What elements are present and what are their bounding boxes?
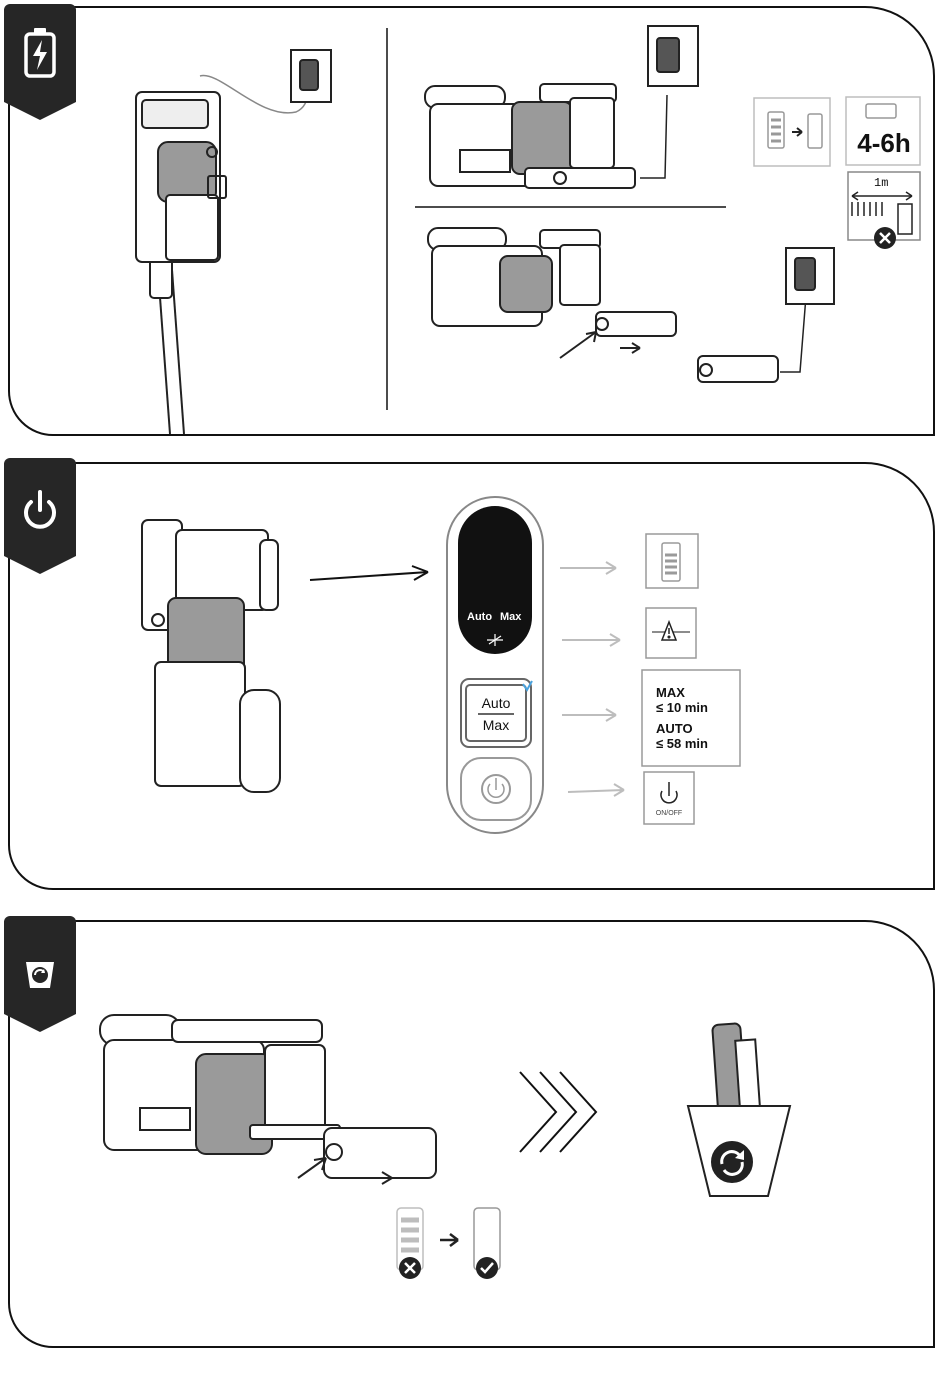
handheld-vacuum-battery-removal	[100, 1015, 436, 1184]
recycling-bin	[688, 1023, 790, 1196]
approve-icon	[476, 1257, 498, 1279]
reject-icon	[399, 1257, 421, 1279]
chevron-arrows	[520, 1072, 596, 1152]
